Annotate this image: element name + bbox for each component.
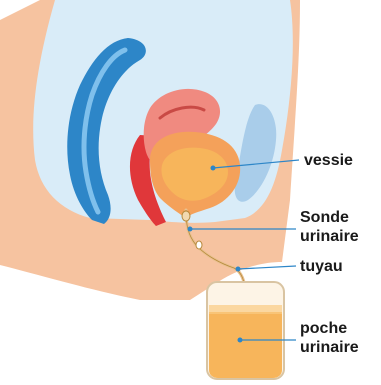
catheter-balloon — [182, 211, 190, 221]
label-poche-urinaire: poche urinaire — [300, 319, 359, 357]
urine-bag-fill — [209, 312, 282, 378]
label-sonde-line1: Sonde — [300, 208, 359, 227]
label-sonde-line2: urinaire — [300, 227, 359, 246]
label-sonde-urinaire: Sonde urinaire — [300, 208, 359, 246]
leader-dot-vessie — [211, 166, 216, 171]
label-vessie-text: vessie — [304, 151, 353, 170]
label-tuyau-text: tuyau — [300, 257, 343, 276]
urine-bag-fill-highlight — [209, 305, 282, 314]
leader-dot-poche — [238, 338, 243, 343]
label-poche-line2: urinaire — [300, 338, 359, 357]
leader-dot-tuyau — [236, 267, 241, 272]
catheter-connector — [196, 241, 202, 249]
label-poche-line1: poche — [300, 319, 359, 338]
leader-dot-sonde — [188, 227, 193, 232]
label-tuyau: tuyau — [300, 257, 343, 276]
label-vessie: vessie — [304, 151, 353, 170]
